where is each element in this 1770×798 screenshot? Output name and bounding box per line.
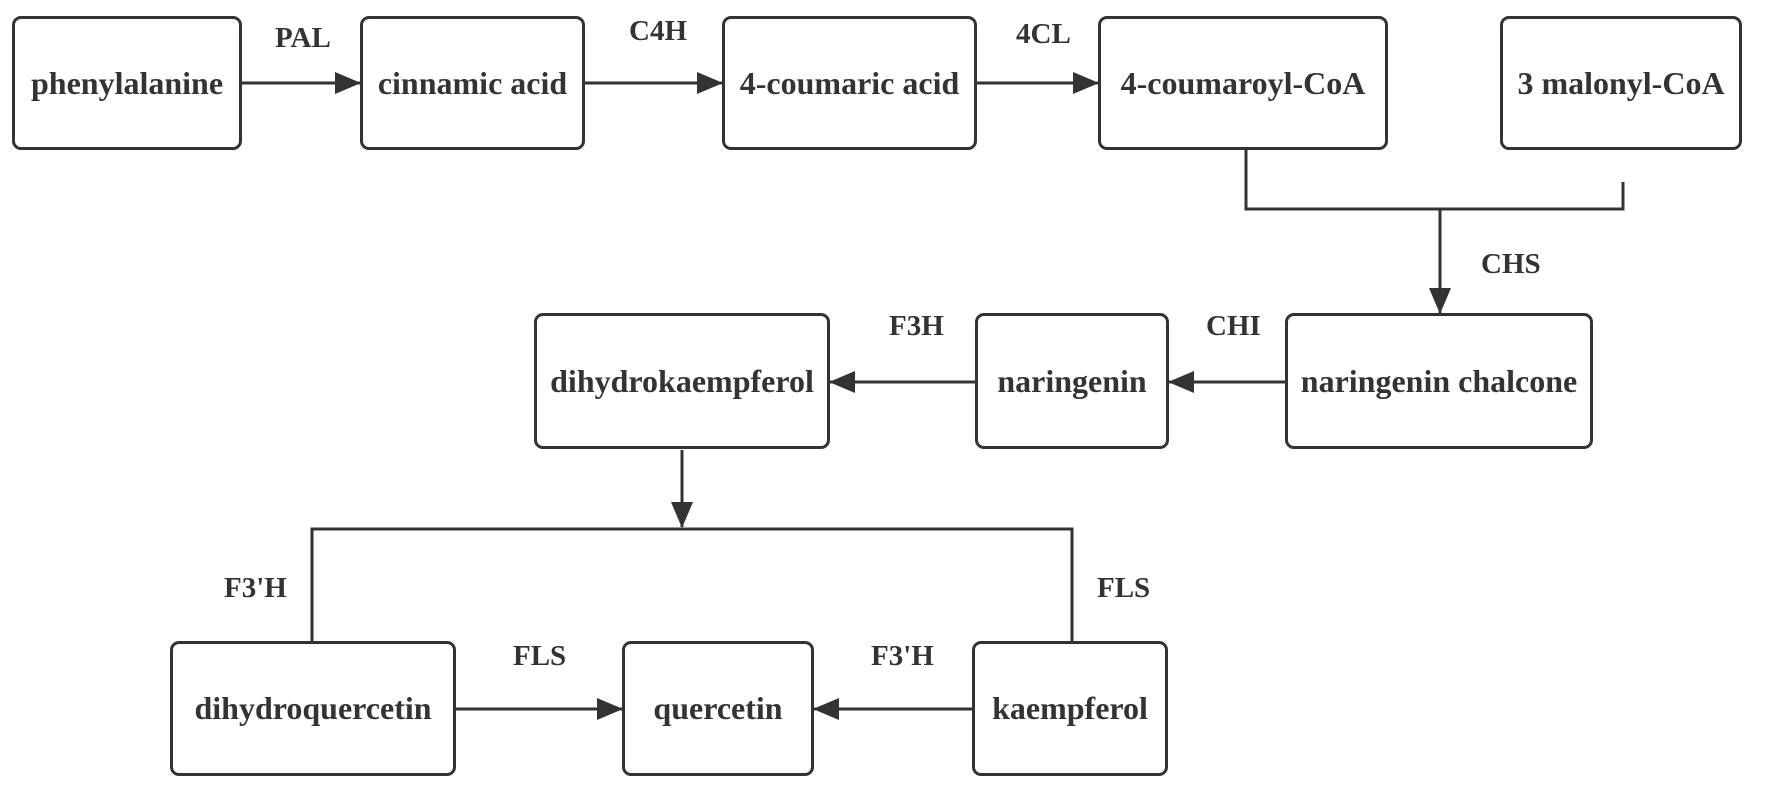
node-quercetin: quercetin [622, 641, 814, 776]
node-phenylalanine: phenylalanine [12, 16, 242, 150]
enzyme-label-f3h-prime-bottom: F3'H [871, 640, 934, 672]
node-dihydroquercetin: dihydroquercetin [170, 641, 456, 776]
enzyme-label-f3h: F3H [889, 310, 944, 342]
enzyme-label-f3h-prime-left: F3'H [224, 572, 287, 604]
node-dihydrokaempferol: dihydrokaempferol [534, 313, 830, 449]
node-4-coumaric-acid: 4-coumaric acid [722, 16, 977, 150]
node-naringenin: naringenin [975, 313, 1169, 449]
enzyme-label-4cl: 4CL [1016, 18, 1071, 50]
enzyme-label-fls-bottom: FLS [513, 640, 567, 672]
enzyme-label-fls-right: FLS [1097, 572, 1151, 604]
enzyme-label-pal: PAL [275, 22, 331, 54]
node-naringenin-chalcone: naringenin chalcone [1285, 313, 1593, 449]
node-3-malonyl-coa: 3 malonyl-CoA [1500, 16, 1742, 150]
enzyme-label-chi: CHI [1206, 310, 1261, 342]
node-cinnamic-acid: cinnamic acid [360, 16, 585, 150]
connector-chs-merge [1244, 149, 1625, 211]
enzyme-label-c4h: C4H [629, 15, 687, 47]
enzyme-label-chs: CHS [1481, 248, 1541, 280]
connector-branch-split [310, 527, 1074, 641]
node-4-coumaroyl-coa: 4-coumaroyl-CoA [1098, 16, 1388, 150]
node-kaempferol: kaempferol [972, 641, 1168, 776]
